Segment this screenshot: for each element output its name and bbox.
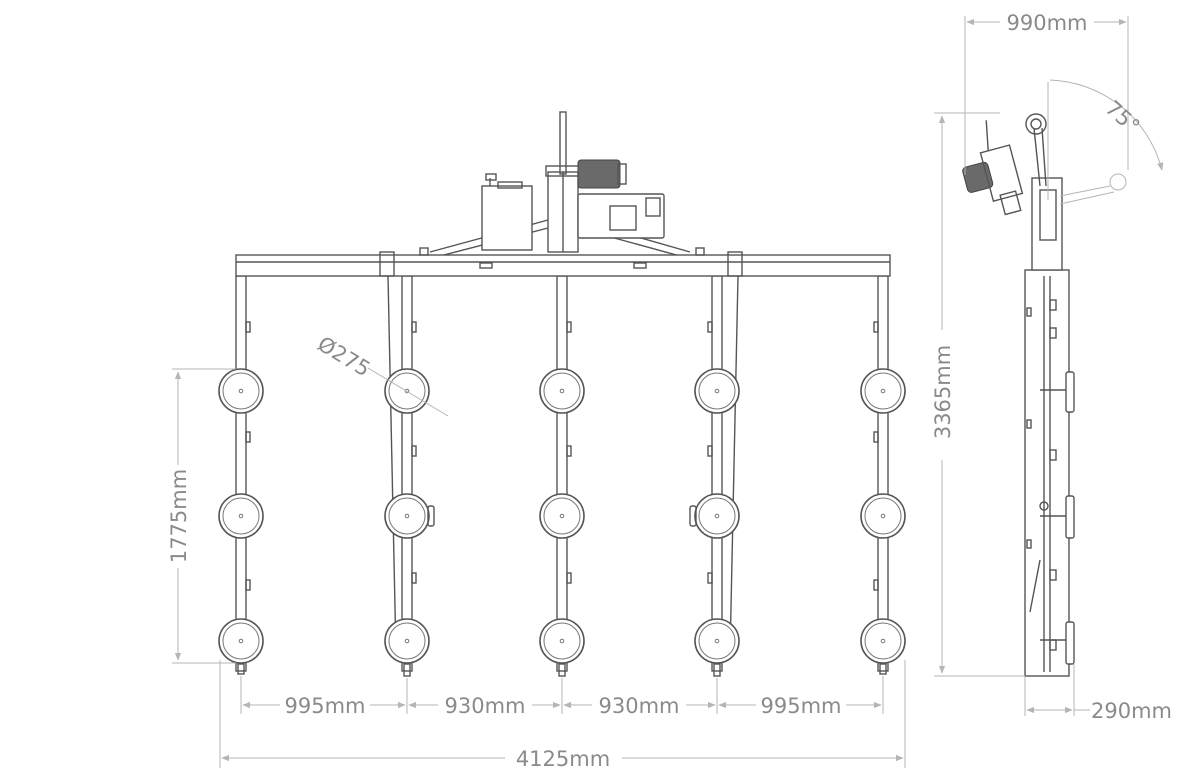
tilt-angle-label: 75°	[1101, 96, 1145, 139]
cup-pitch-label: 1775mm	[167, 469, 191, 563]
suction-cup	[384, 618, 430, 664]
spacing-2-label: 930mm	[445, 694, 526, 718]
overall-width-label: 4125mm	[516, 747, 610, 771]
crossbar-assembly	[235, 111, 891, 277]
front-view: Ø275 1775mm 995mm 930mm 930mm	[167, 111, 906, 771]
side-view: 990mm 75° 3365mm 290mm	[931, 11, 1172, 723]
suction-cup	[218, 618, 264, 664]
spacing-4-label: 995mm	[761, 694, 842, 718]
suction-cup	[539, 618, 585, 664]
suction-cup	[218, 368, 264, 414]
spacing-1-label: 995mm	[285, 694, 366, 718]
top-width-label: 990mm	[1007, 11, 1088, 35]
spacing-3-label: 930mm	[599, 694, 680, 718]
suction-cup	[860, 493, 906, 539]
side-frame	[1024, 269, 1075, 677]
front-dimensions: Ø275 1775mm 995mm 930mm 930mm	[167, 332, 906, 771]
suction-cup	[218, 493, 264, 539]
suction-cup	[384, 493, 430, 539]
side-dimensions: 990mm 75° 3365mm 290mm	[931, 11, 1172, 723]
suction-cup	[694, 493, 740, 539]
suction-cup	[539, 493, 585, 539]
depth-label: 290mm	[1091, 699, 1172, 723]
suction-cup	[694, 368, 740, 414]
suction-cup	[694, 618, 740, 664]
overall-height-label: 3365mm	[931, 345, 955, 439]
suction-cups	[218, 368, 906, 664]
cup-diameter-label: Ø275	[313, 332, 374, 382]
side-head	[962, 113, 1127, 271]
suction-cup	[860, 618, 906, 664]
suction-cup	[860, 368, 906, 414]
suction-cup	[539, 368, 585, 414]
